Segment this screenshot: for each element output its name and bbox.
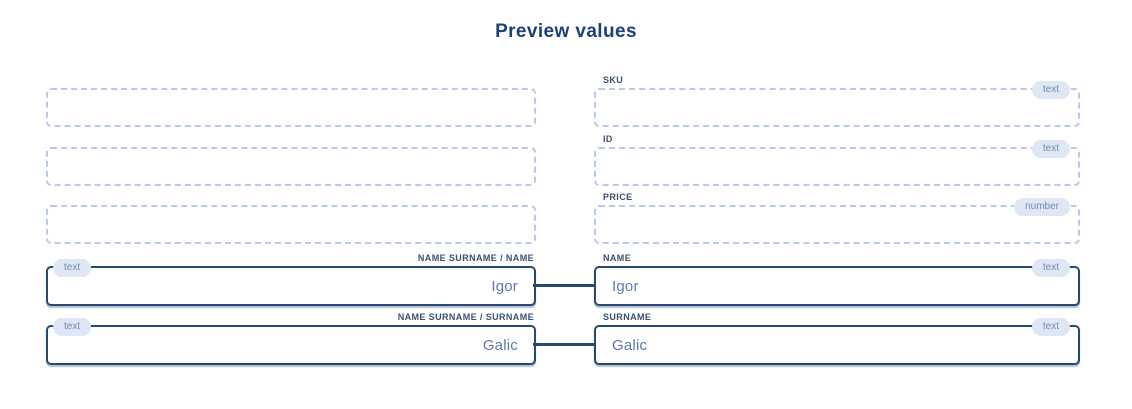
field-label: NAME SURNAME / NAME: [417, 253, 534, 263]
type-badge: text: [1031, 259, 1070, 277]
type-badge: number: [1014, 198, 1070, 216]
connection-line-surname: [533, 343, 596, 346]
source-field-name-surname-name[interactable]: NAME SURNAME / NAME text Igor: [46, 253, 536, 306]
target-field-name[interactable]: NAME text Igor: [594, 253, 1080, 306]
type-badge: text: [1031, 318, 1070, 336]
type-badge: text: [53, 318, 92, 336]
source-slot-empty-1[interactable]: [46, 88, 536, 127]
field-value: Galic: [612, 336, 648, 354]
field-label: NAME: [603, 253, 632, 263]
source-slot-empty-3[interactable]: [46, 205, 536, 244]
target-field-price[interactable]: PRICE number: [594, 192, 1080, 244]
type-badge: text: [1031, 140, 1070, 158]
target-field-sku[interactable]: SKU text: [594, 75, 1080, 127]
field-label: NAME SURNAME / SURNAME: [397, 312, 534, 322]
field-label: PRICE: [603, 192, 633, 202]
page-title: Preview values: [495, 21, 637, 42]
field-label: SKU: [603, 75, 624, 85]
type-badge: text: [53, 259, 92, 277]
field-value: Galic: [482, 336, 518, 354]
source-field-name-surname-surname[interactable]: NAME SURNAME / SURNAME text Galic: [46, 312, 536, 365]
type-badge: text: [1031, 81, 1070, 99]
connection-line-name: [533, 284, 596, 287]
field-label: ID: [603, 134, 613, 144]
source-slot-empty-2[interactable]: [46, 147, 536, 186]
field-value: Igor: [612, 277, 639, 295]
field-value: Igor: [491, 277, 518, 295]
field-label: SURNAME: [603, 312, 652, 322]
target-field-id[interactable]: ID text: [594, 134, 1080, 186]
target-field-surname[interactable]: SURNAME text Galic: [594, 312, 1080, 365]
